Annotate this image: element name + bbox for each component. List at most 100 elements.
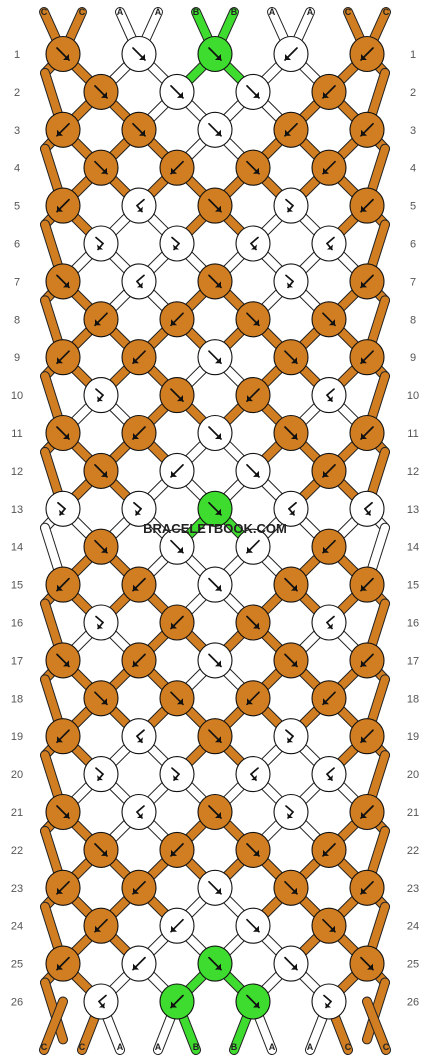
row-number-left: 16 [11,618,23,630]
knot [159,225,195,262]
row-number-left: 24 [11,921,23,933]
arrow-down-right-icon [94,160,108,175]
arrow-down-left-icon [132,350,146,365]
knot [349,566,385,603]
arrow-down-right-icon [208,122,222,137]
arrow-down-right-icon [56,47,70,61]
arrow-down-right-icon [95,767,104,781]
arrow-down-right-icon [56,805,70,819]
knot [121,111,157,148]
arrow-down-left-icon [170,615,184,630]
arrow-down-right-icon [208,880,222,895]
bottom-strand-label: C [383,1042,390,1052]
knot [197,111,233,148]
arrow-down-left-icon [360,274,374,289]
row-number-left: 3 [14,125,20,137]
row-number-left: 12 [11,466,23,478]
arrow-down-right-icon [323,994,332,1009]
arrow-down-right-icon [170,388,184,402]
knot [159,73,195,110]
arrow-down-left-icon [360,122,374,137]
row-number-right: 18 [407,693,419,705]
row-number-right: 19 [407,731,419,743]
knot [159,756,195,793]
arrow-down-left-icon [136,729,145,744]
arrow-down-left-icon [56,350,70,365]
row-number-right: 7 [410,276,416,288]
arrow-down-right-icon [133,501,142,516]
knot [235,528,271,565]
knot [197,642,233,679]
arrow-down-left-icon [170,918,184,933]
knot [45,187,81,224]
row-number-right: 20 [407,769,419,781]
knot [235,680,271,717]
knot [45,490,81,527]
arrow-down-left-icon [132,956,146,971]
knot [83,528,119,565]
knot [83,301,119,338]
arrow-down-left-icon [132,426,146,440]
bottom-strand-label: C [41,1042,48,1052]
row-number-right: 11 [407,428,418,440]
arrow-down-left-icon [326,615,335,630]
knot [45,35,81,73]
knot [273,187,309,224]
arrow-down-right-icon [171,767,180,781]
row-number-right: 14 [407,542,419,554]
arrow-down-left-icon [360,426,374,440]
knot [273,869,309,906]
knot-layer [45,35,385,1020]
arrow-down-right-icon [56,274,70,289]
arrow-down-left-icon [56,729,70,744]
arrow-down-left-icon [56,880,70,895]
knot [83,452,119,489]
arrow-down-left-icon [360,198,374,213]
arrow-down-left-icon [322,85,336,99]
knot [83,149,119,186]
knot [273,945,309,982]
row-number-left: 23 [11,883,23,895]
arrow-down-left-icon [246,539,260,554]
row-number-left: 17 [11,655,23,667]
row-number-left: 21 [11,807,23,819]
arrow-down-left-icon [98,994,107,1009]
row-number-right: 23 [407,883,419,895]
arrow-down-right-icon [284,350,298,365]
top-strand-label: C [41,7,48,17]
knot [273,642,309,679]
top-strand-label: C [345,7,352,17]
knot [235,73,271,110]
knot [45,642,81,679]
arrow-down-left-icon [360,729,374,744]
row-number-left: 7 [14,276,20,288]
knot [121,187,157,224]
row-number-left: 2 [14,87,20,99]
row-number-left: 19 [11,731,23,743]
arrow-down-left-icon [322,464,336,478]
arrow-down-left-icon [136,805,145,819]
arrow-down-right-icon [284,577,298,592]
arrow-down-left-icon [322,539,336,554]
arrow-down-right-icon [246,843,260,857]
knot [197,263,233,300]
row-number-right: 24 [407,921,419,933]
knot [197,339,233,376]
knot [349,945,385,982]
top-strand-label: A [307,7,314,17]
arrow-down-right-icon [285,274,294,289]
arrow-down-right-icon [284,880,298,895]
row-number-right: 9 [410,352,416,364]
knot [45,718,81,755]
knot [349,187,385,224]
knot [235,983,271,1020]
arrow-down-left-icon [360,805,374,819]
knot [83,756,119,793]
arrow-down-right-icon [170,691,184,706]
knot [349,414,385,452]
knot [235,377,271,414]
arrow-down-left-icon [170,312,184,327]
arrow-down-left-icon [322,843,336,857]
knot [121,490,157,527]
